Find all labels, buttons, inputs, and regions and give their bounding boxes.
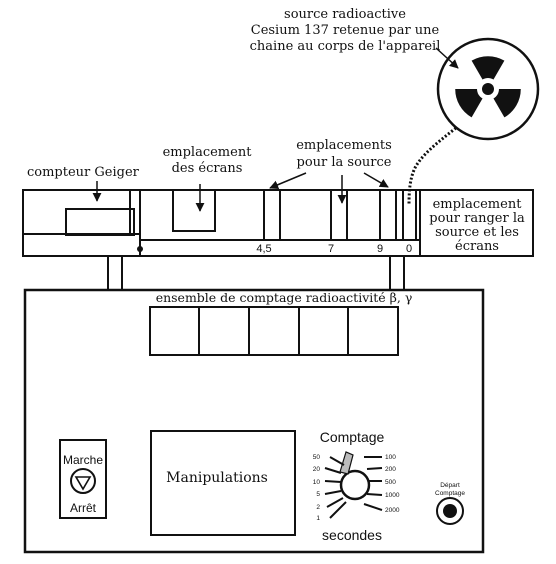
screens-label-line2: des écrans bbox=[172, 161, 243, 176]
dial-value-left: 5 bbox=[316, 491, 320, 498]
slot-label-4-5: 4,5 bbox=[256, 243, 271, 255]
counting-unit bbox=[23, 288, 485, 554]
storage-label-line2: pour ranger la bbox=[429, 211, 525, 226]
down-triangle-button-icon bbox=[74, 476, 92, 491]
sources-label-line1: emplacements bbox=[296, 138, 392, 153]
source-slots bbox=[263, 190, 417, 240]
geiger-connector bbox=[137, 246, 143, 252]
geiger-label: compteur Geiger bbox=[27, 165, 140, 180]
manipulations-panel bbox=[150, 430, 296, 536]
source-label-line1: source radioactive bbox=[284, 7, 406, 22]
pointer-arrows bbox=[92, 47, 459, 212]
dial-ticks bbox=[324, 456, 383, 519]
dial-value-right: 1000 bbox=[385, 492, 400, 499]
depart-label-line2: Comptage bbox=[435, 490, 465, 497]
dial-value-right: 500 bbox=[385, 479, 396, 486]
dial-value-right: 2000 bbox=[385, 507, 400, 514]
dial-pointer bbox=[339, 451, 354, 475]
slot-label-7: 7 bbox=[328, 243, 334, 255]
storage-label-line1: emplacement bbox=[433, 197, 523, 212]
dial-value-left: 20 bbox=[313, 466, 321, 473]
dial-value-right: 200 bbox=[385, 466, 396, 473]
secondes-label: secondes bbox=[322, 527, 382, 543]
comptage-dial[interactable] bbox=[324, 451, 383, 519]
dial-value-left: 50 bbox=[313, 454, 321, 461]
arret-label: Arrêt bbox=[70, 501, 97, 515]
storage-label-line3: source et les bbox=[435, 225, 519, 240]
dial-left-scale: 50 20 10 5 2 1 bbox=[313, 454, 321, 522]
counter-display bbox=[149, 306, 399, 356]
dial-value-left: 10 bbox=[313, 479, 321, 486]
manipulations-label: Manipulations bbox=[166, 470, 268, 486]
depart-comptage-button[interactable] bbox=[436, 497, 464, 525]
dial-value-right: 100 bbox=[385, 454, 396, 461]
screens-slot bbox=[172, 190, 216, 232]
marche-label: Marche bbox=[63, 453, 103, 467]
slot-label-9: 9 bbox=[377, 243, 383, 255]
source-label-line3: chaine au corps de l'appareil bbox=[250, 39, 441, 54]
sources-label-line2: pour la source bbox=[297, 155, 392, 170]
depart-label-line1: Départ bbox=[440, 482, 460, 489]
storage-label-line4: écrans bbox=[455, 239, 499, 254]
marche-arret-switch[interactable] bbox=[59, 439, 107, 519]
radiation-trefoil-icon bbox=[455, 56, 521, 118]
comptage-label: Comptage bbox=[320, 429, 385, 445]
source-label-line2: Cesium 137 retenue par une bbox=[251, 23, 440, 38]
dial-value-left: 2 bbox=[316, 504, 320, 511]
slot-label-0: 0 bbox=[406, 243, 412, 255]
screens-label-line1: emplacement bbox=[163, 145, 253, 160]
counting-unit-label: ensemble de comptage radioactivité β, γ bbox=[156, 290, 413, 305]
geiger-counter-tube bbox=[65, 208, 135, 236]
radioactive-source bbox=[436, 37, 540, 141]
dial-right-scale: 100 200 500 1000 2000 bbox=[385, 454, 400, 514]
support-posts bbox=[107, 256, 405, 290]
dial-value-left: 1 bbox=[316, 515, 320, 522]
